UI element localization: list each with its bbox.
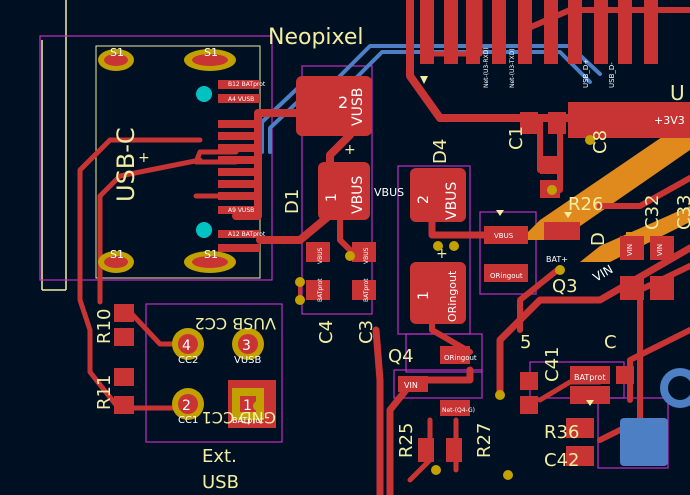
pad-label-s1-tr: S1: [204, 46, 218, 59]
d-partial-label: D: [588, 232, 609, 246]
pad-label-usb-dminus: USB_D-: [608, 62, 616, 88]
usb-smd-pads: [218, 80, 260, 252]
pad-label-usb-dplus: USB_D+: [582, 59, 590, 88]
pad-label-q3-oringout: ORingout: [490, 272, 523, 280]
pad-label-bat-plus: BAT+: [546, 255, 568, 264]
silkscreen-labels: Neopixel USB-C D1 D4 C1 C8 R26 C32 C33 C…: [94, 25, 690, 493]
pad-label-c33-vin: VIN: [656, 244, 664, 256]
pad-label-batprot-header: BATprot: [232, 416, 263, 425]
pad-label-h4: 4: [182, 338, 191, 354]
pad-label-d1-vusb-2: 2: [338, 93, 348, 112]
pad-label-c3-vbus: VBUS: [363, 247, 370, 264]
c1-label: C1: [506, 126, 527, 150]
pad-label-c32-vin: VIN: [626, 244, 634, 256]
pad-label-q3-vbus: VBUS: [494, 232, 514, 240]
q3-label: Q3: [552, 276, 578, 297]
c4-label: C4: [316, 320, 337, 344]
pad-label-h2: 2: [182, 398, 191, 414]
pad-label-b12: B12 BATprot: [228, 81, 266, 88]
q4-label: Q4: [388, 346, 414, 367]
mounting-holes: [196, 86, 212, 238]
small-smd-pads: [114, 0, 674, 466]
pad-label-a9: A9 VUSB: [228, 207, 254, 214]
d4-label: D4: [430, 139, 451, 164]
ext-label: Ext.: [202, 446, 237, 467]
plus-mark-d1: +: [344, 142, 356, 158]
pad-label-d4-oringout: ORingout: [446, 270, 459, 322]
header-mirror-bottom: GND CC1: [202, 408, 276, 427]
pad-label-c41-batprot: BATprot: [574, 373, 605, 382]
c33-label: C33: [674, 195, 690, 230]
c32-label: C32: [642, 195, 663, 230]
usbc-label: USB-C: [112, 127, 140, 202]
pad-label-u3-txd: Net-(U3-TXD): [509, 48, 516, 88]
pad-label-c4-vbus: VBUS: [317, 247, 324, 264]
pad-label-q4-g: Net-(Q4-G): [442, 407, 475, 414]
vias: [253, 135, 595, 480]
header-mirror-top: VUSB CC2: [195, 314, 276, 333]
silk-markers: + + +: [138, 76, 594, 406]
pad-label-d4-1: 1: [416, 291, 432, 300]
pad-label-vusb-header: VUSB: [234, 355, 262, 366]
pad-label-d4-2: 2: [416, 195, 432, 204]
neopixel-label: Neopixel: [268, 25, 364, 50]
pad-label-vbus-net: VBUS: [374, 186, 404, 199]
r25-label: R25: [396, 423, 417, 458]
num5-label: 5: [520, 332, 531, 353]
r26-label: R26: [568, 194, 603, 215]
pad-label-s1-bl: S1: [110, 248, 124, 261]
pad-label-d1-1: 1: [324, 193, 340, 202]
pad-label-c3-batprot: BATprot: [363, 278, 370, 302]
pad-label-c4-batprot: BATprot: [317, 278, 324, 302]
c41-label: C41: [542, 347, 563, 382]
pad-label-cc2: CC2: [178, 355, 198, 366]
c42-label: C42: [544, 450, 579, 471]
pad-label-d1-vbus: VBUS: [350, 176, 366, 214]
r27-label: R27: [474, 423, 495, 458]
c-partial-label: C: [604, 332, 617, 353]
u-partial-label: U: [670, 81, 685, 105]
pad-label-d1-vusb: VUSB: [350, 88, 366, 126]
d1-label: D1: [282, 189, 303, 214]
pad-label-h3: 3: [242, 338, 251, 354]
pad-label-a12: A12 BATprot: [228, 231, 266, 238]
pad-label-q4-vin: VIN: [404, 381, 418, 390]
c3-label: C3: [356, 320, 377, 344]
pad-label-cc1: CC1: [178, 415, 198, 426]
copper-fills: [228, 76, 690, 428]
pad-label-a4: A4 VUSB: [228, 96, 254, 103]
r10-label: R10: [94, 309, 115, 344]
pad-label-s1-br: S1: [204, 248, 218, 261]
plus-mark-d4: +: [436, 246, 448, 262]
pad-label-3v3: +3V3: [654, 114, 685, 127]
pad-label-s1-tl: S1: [110, 46, 124, 59]
c8-label: C8: [590, 130, 611, 154]
through-hole-pads: [98, 49, 264, 420]
plus-mark-usbc: +: [138, 150, 150, 166]
u-partial-component: [620, 368, 690, 466]
pad-label-d4-vbus: VBUS: [444, 182, 460, 220]
usb-label: USB: [202, 472, 239, 493]
pad-label-h1: 1: [243, 398, 252, 414]
pad-label-u3-rxd: Net-(U3-RXD): [483, 47, 490, 88]
pad-label-q4-oringout: ORingout: [444, 354, 477, 362]
r36-label: R36: [544, 422, 579, 443]
r11-label: R11: [94, 375, 115, 410]
